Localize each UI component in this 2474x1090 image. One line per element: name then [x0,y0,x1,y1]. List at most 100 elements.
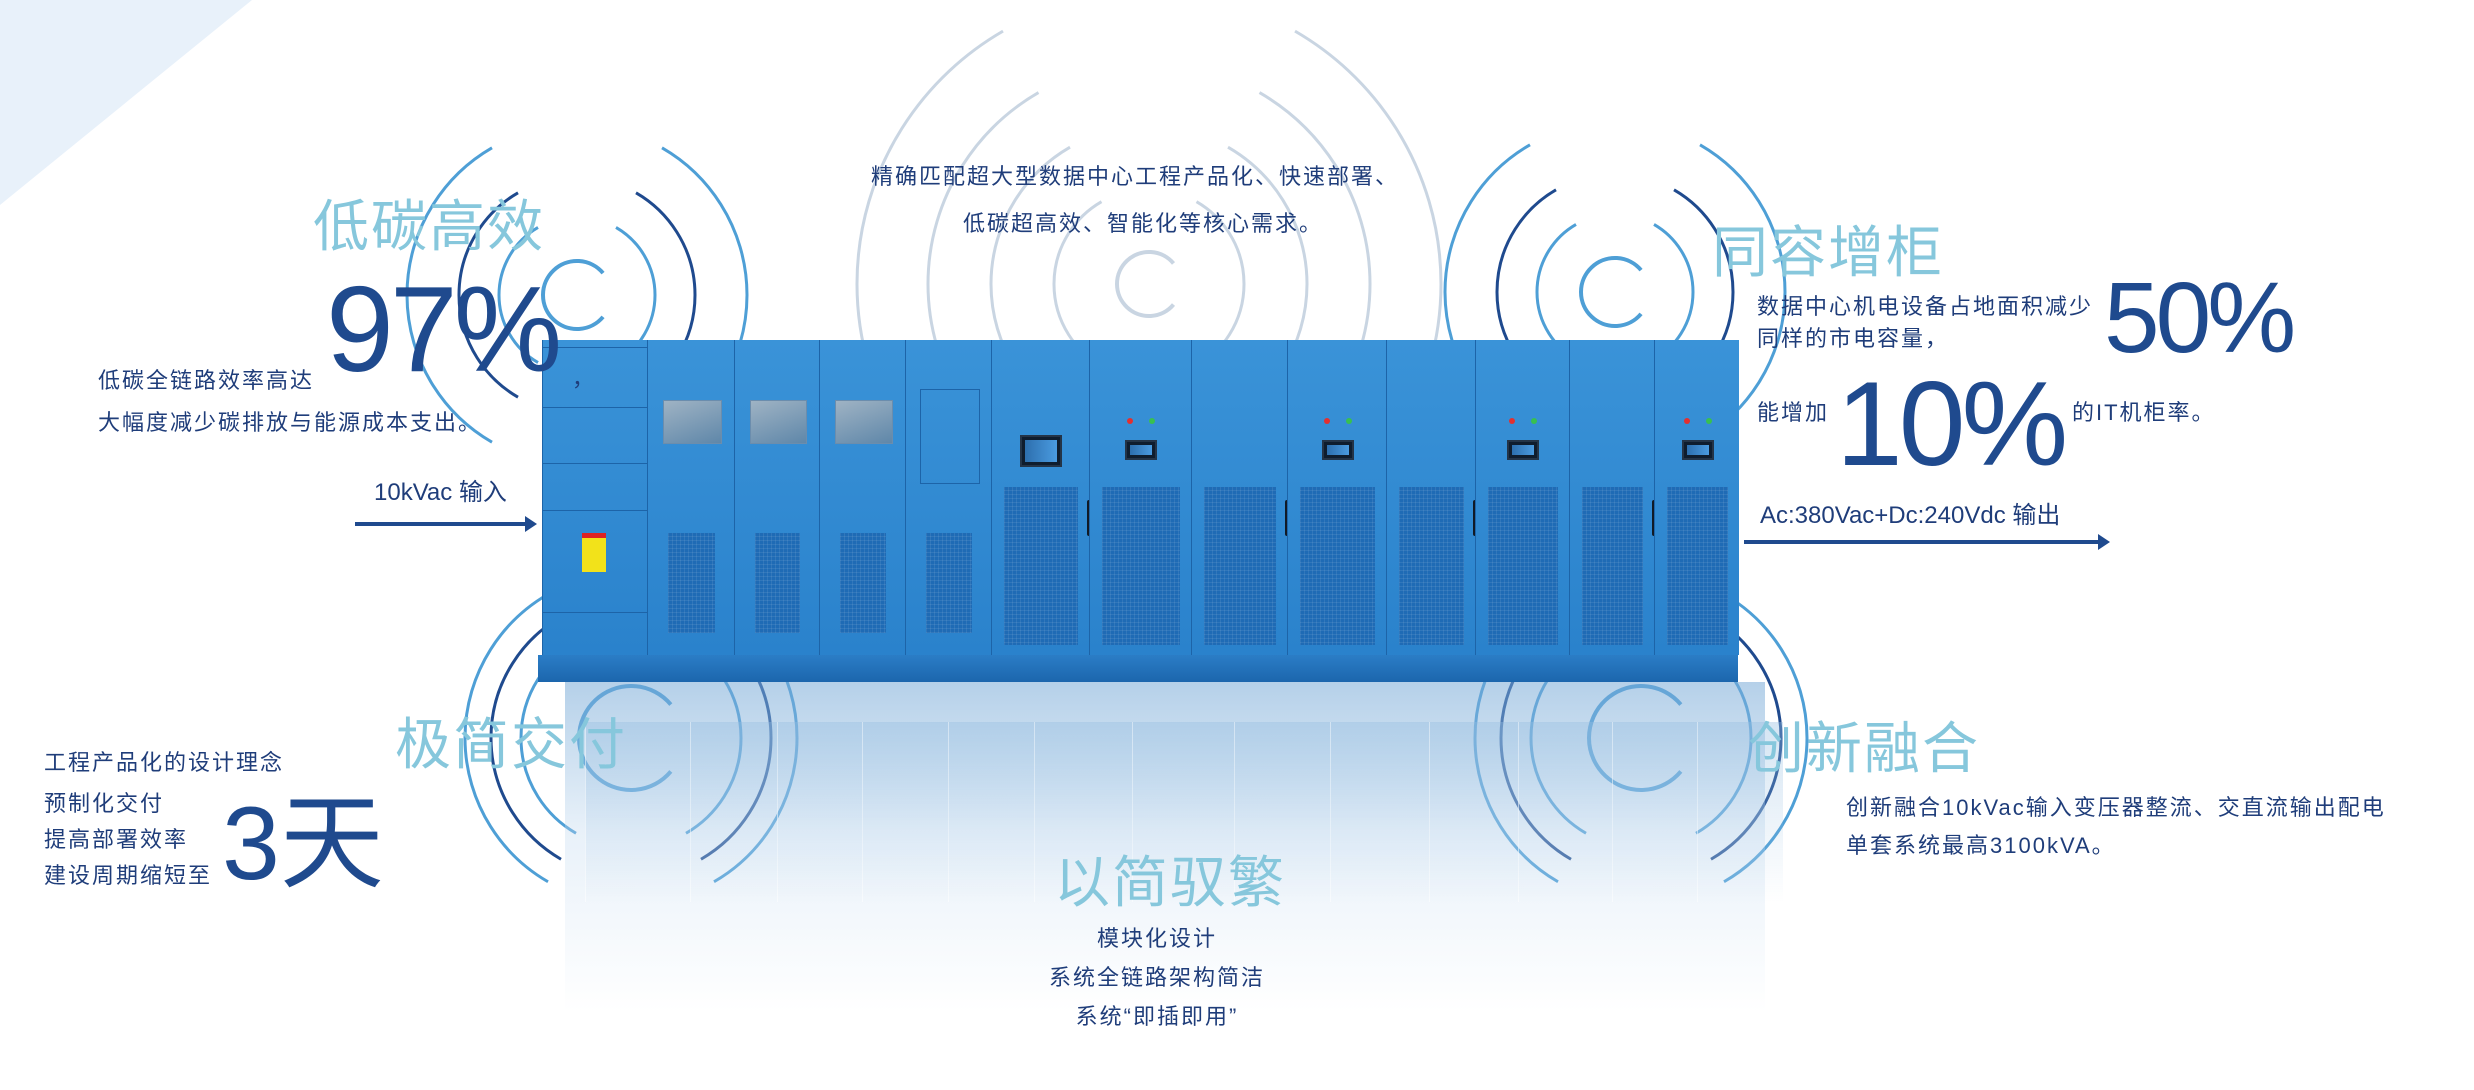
output-arrow [1744,534,2110,550]
reflected-cabinet [862,722,949,902]
top-left-rings-inner-arc [541,259,605,331]
reflected-cabinet [1429,722,1519,902]
cabinet-base [538,655,1738,682]
input-label: 10kVac 输入 [374,479,507,506]
cabinet [1191,340,1289,655]
cabinet [542,340,647,655]
air-vent [1582,487,1643,645]
top-left-rings-arc-left [497,226,539,364]
fast-delivery-line-3: 提高部署效率 [44,827,189,852]
air-vent [1204,487,1276,645]
input-arrow [355,516,537,532]
cabinet [734,340,819,655]
low-carbon-text-2: 大幅度减少碳排放与能源成本支出。 [98,410,483,435]
status-display [1507,440,1539,460]
cabinet [1475,340,1569,655]
air-vent [668,533,715,633]
air-vent [1300,487,1375,645]
panel-seam [543,347,647,348]
innovation-line-1: 创新融合10kVac输入变压器整流、交直流输出配电 [1846,795,2386,820]
cabinet [1654,340,1739,655]
air-vent [840,533,886,633]
inspection-window [663,400,722,444]
reflected-cabinet [777,722,863,902]
air-vent [1004,487,1078,645]
green-indicator-light [1705,418,1712,424]
red-indicator-light [1509,418,1515,424]
output-label: Ac:380Vac+Dc:240Vdc 输出 [1760,502,2061,529]
cabinet [1287,340,1386,655]
low-carbon-title: 低碳高效 [313,195,545,258]
panel-seam [543,612,647,613]
inspection-window [835,400,893,444]
top-right-rings-arc-right [1699,143,1787,441]
red-indicator-light [1127,418,1133,424]
reflected-cabinet [948,722,1035,902]
reflected-cabinet [690,722,778,902]
simplicity-title: 以简驭繁 [1054,851,1286,914]
panel-seam [543,463,647,464]
fast-delivery-line-1: 工程产品化的设计理念 [44,750,285,775]
panel-seam [543,510,647,511]
corner-decoration [0,0,252,205]
top-left-rings-arc-left [457,191,519,399]
innovation-line-2: 单套系统最高3100kVA。 [1846,833,2116,858]
reflected-cabinet [1518,722,1613,902]
build-cycle-value: 3天 [222,786,384,902]
reflected-cabinet [1132,722,1235,902]
cabinet [991,340,1091,655]
efficiency-comma: ， [572,366,597,391]
panel-seam [543,407,647,408]
cabinet [1386,340,1477,655]
fast-delivery-line-2: 预制化交付 [44,791,165,816]
simplicity-line-1: 模块化设计 [1096,926,1217,951]
same-capacity-line-3a: 能增加 [1757,400,1830,425]
status-display [1681,440,1714,460]
intro-line-2: 低碳超高效、智能化等核心需求。 [963,211,1324,236]
air-vent [1102,487,1180,645]
top-left-rings-arc-left [405,146,493,444]
air-vent [755,533,800,633]
green-indicator-light [1149,418,1155,424]
same-capacity-title: 同容增柜 [1712,221,1944,284]
bottom-left-rings-arc-left [489,615,562,861]
floor-area-value: 50% [2104,262,2296,374]
same-capacity-line-2: 同样的市电容量， [1757,326,1950,351]
bottom-left-rings-arc-left [463,592,549,884]
simplicity-line-3: 系统“即插即用” [1075,1004,1239,1029]
air-vent [1667,487,1728,645]
cabinet [647,340,734,655]
power-cabinet-lineup [542,340,1739,655]
it-rack-value: 10% [1836,357,2068,491]
reflected-cabinet [1612,722,1698,902]
equipment-reflection [565,682,1783,1012]
access-panel [920,389,980,484]
same-capacity-line-1: 数据中心机电设备占地面积减少 [1757,294,2094,319]
low-carbon-text-1: 低碳全链路效率高达 [98,368,315,393]
air-vent [1399,487,1464,645]
warning-sign [582,533,606,572]
reflected-cabinet [1034,722,1133,902]
intro-line-1: 精确匹配超大型数据中心工程产品化、快速部署、 [871,164,1400,189]
reflected-cabinet [1330,722,1430,902]
simplicity-line-2: 系统全链路架构简洁 [1048,965,1265,990]
red-indicator-light [1323,418,1330,424]
reflected-cabinet [1697,722,1783,902]
efficiency-value: 97% [326,261,562,397]
reflected-cabinet [585,722,691,902]
cabinet [1089,340,1191,655]
air-vent [1488,487,1558,645]
inspection-window [750,400,807,444]
red-indicator-light [1683,418,1690,424]
air-vent [926,533,972,633]
cabinet [1569,340,1656,655]
reflected-cabinet [1234,722,1331,902]
same-capacity-line-3b: 的IT机柜率。 [2072,400,2216,425]
center-rings-inner-arc [1115,250,1176,318]
innovation-title: 创新融合 [1748,717,1980,780]
cabinet [819,340,905,655]
top-right-rings-inner-arc [1579,256,1643,328]
green-indicator-light [1345,418,1352,424]
fast-delivery-line-4: 建设周期缩短至 [44,863,213,888]
status-display [1125,440,1157,460]
